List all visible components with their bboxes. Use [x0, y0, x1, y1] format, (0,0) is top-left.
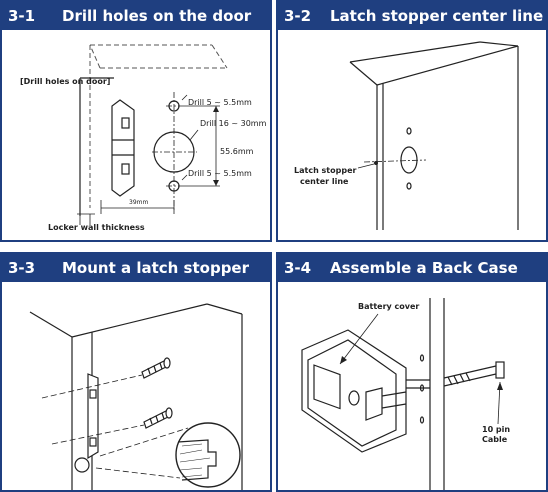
cable-connector: [443, 361, 505, 387]
drill-small-top-label: Drill 5 ~ 5.5mm: [188, 98, 252, 107]
cable-label-2: Cable: [482, 435, 508, 444]
detail-magnifier: [175, 422, 241, 488]
step-title: Drill holes on the door: [62, 7, 252, 25]
panel-header: 3-1 Drill holes on the door: [2, 2, 270, 30]
screw-icon: [143, 407, 173, 429]
drill-large-label: Drill 16 ~ 30mm: [200, 119, 267, 128]
battery-cover-label: Battery cover: [358, 302, 419, 311]
mount-latch-diagram: [29, 303, 243, 490]
wall-label: Locker wall thickness: [48, 223, 145, 232]
latch-stopper: [87, 373, 99, 460]
latch-bracket: [111, 99, 135, 197]
step-number: 3-1: [8, 7, 36, 25]
step-title: Assemble a Back Case: [330, 259, 518, 277]
center-line-label-1: Latch stopper: [294, 166, 357, 175]
step-number: 3-3: [8, 259, 36, 277]
section-label: [Drill holes on door]: [20, 77, 110, 86]
spacing-label: 55.6mm: [220, 147, 254, 156]
step-title: Mount a latch stopper: [62, 259, 250, 277]
panel-mount-latch: 3-3 Mount a latch stopper: [0, 252, 272, 492]
panel-center-line: 3-2 Latch stopper center line Latch stop…: [276, 0, 548, 242]
cable-label-1: 10 pin: [482, 425, 510, 434]
step-number: 3-4: [284, 259, 312, 277]
step-number: 3-2: [284, 7, 312, 25]
offset-label: 39mm: [129, 199, 148, 206]
drill-holes-diagram: [Drill holes on door] Drill 5 ~ 5.5mm Dr…: [20, 44, 267, 232]
panel-drill-holes: 3-1 Drill holes on the door: [0, 0, 272, 242]
panel-header: 3-4 Assemble a Back Case: [278, 254, 546, 282]
panel-back-case: 3-4 Assemble a Back Case: [276, 252, 548, 492]
step-title: Latch stopper center line: [330, 7, 544, 25]
screw-icon: [141, 357, 171, 379]
panel-header: 3-2 Latch stopper center line: [278, 2, 546, 30]
center-line-diagram: Latch stopper center line: [294, 41, 519, 230]
center-line-label-2: center line: [300, 177, 349, 186]
back-case-diagram: Battery cover 10 pin Cable: [301, 298, 510, 490]
drill-small-bottom-label: Drill 5 ~ 5.5mm: [188, 169, 252, 178]
panel-header: 3-3 Mount a latch stopper: [2, 254, 270, 282]
